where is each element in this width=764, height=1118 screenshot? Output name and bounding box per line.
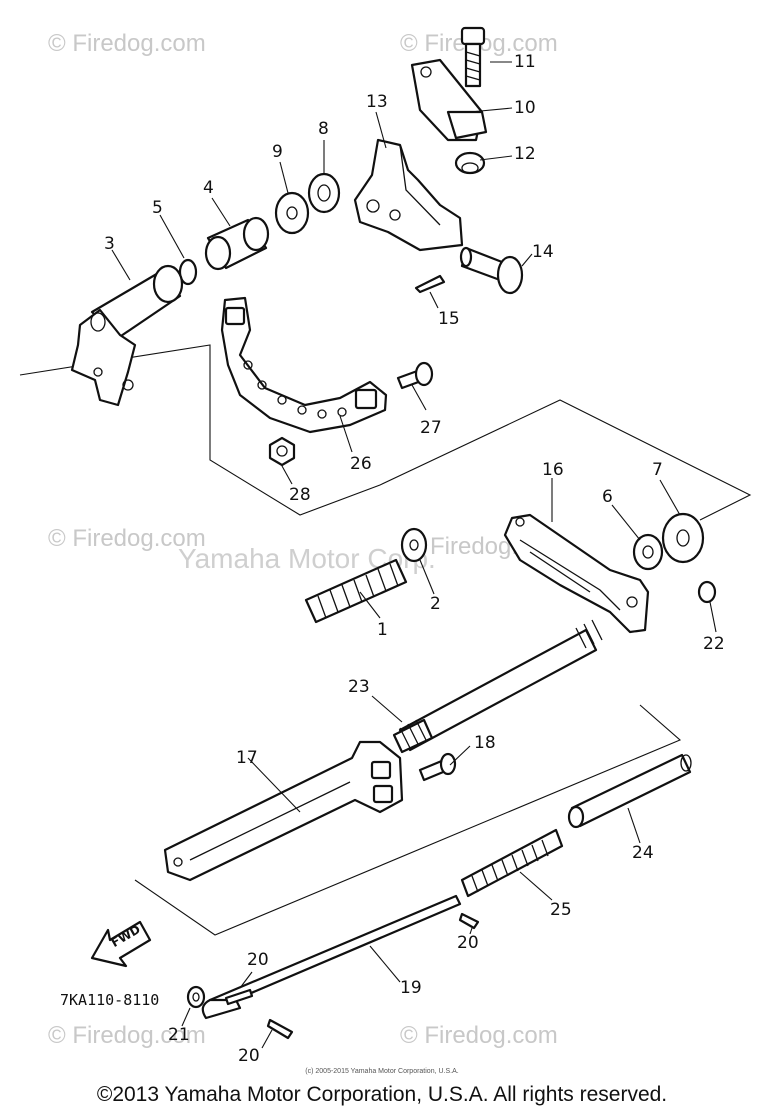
part-15-cotter-pin: [414, 274, 446, 294]
callout-19: 19: [400, 978, 422, 998]
callout-22: 22: [703, 634, 725, 654]
callout-27: 27: [420, 418, 442, 438]
part-19-rod: [201, 894, 462, 1020]
part-22-ring: [697, 580, 717, 604]
part-7-washer: [661, 512, 705, 564]
part-1-spring: [304, 558, 408, 624]
part-26-stopper-plate: [220, 296, 388, 434]
callout-16: 16: [542, 460, 564, 480]
part-10-bracket: [410, 58, 488, 142]
part-20-cotter-pin-a: [458, 912, 480, 930]
callout-5: 5: [152, 198, 163, 218]
copyright-footer: ©2013 Yamaha Motor Corporation, U.S.A. A…: [96, 1083, 668, 1106]
callout-15: 15: [438, 309, 460, 329]
part-17-tilt-lever: [163, 740, 404, 882]
part-21-washer: [186, 985, 206, 1009]
callout-20-b: 20: [247, 950, 269, 970]
watermark-mid-left: © Firedog.com: [48, 525, 206, 552]
leader-lines: [111, 61, 717, 1049]
part-16-rail-plate: [503, 513, 650, 634]
part-12-nut: [454, 151, 486, 175]
callout-3: 3: [104, 234, 115, 254]
part-20-cotter-pin-b: [224, 988, 254, 1006]
small-copyright: (c) 2005-2015 Yamaha Motor Corporation, …: [305, 1068, 459, 1075]
part-13-bracket-plate: [353, 138, 464, 252]
part-14-pin: [459, 246, 524, 295]
callout-10: 10: [514, 98, 536, 118]
callout-1: 1: [377, 620, 388, 640]
callout-17: 17: [236, 748, 258, 768]
part-5-ring: [178, 258, 198, 286]
callout-28: 28: [289, 485, 311, 505]
part-25-spring: [460, 828, 564, 898]
callout-25: 25: [550, 900, 572, 920]
callout-20-c: 20: [238, 1046, 260, 1066]
watermark-bottom-left: © Firedog.com: [48, 1022, 206, 1049]
part-9-washer: [274, 191, 310, 235]
callout-7: 7: [652, 460, 663, 480]
upper-assembly-outline: [19, 344, 752, 521]
callout-12: 12: [514, 144, 536, 164]
callout-24: 24: [632, 843, 654, 863]
callout-11: 11: [514, 52, 536, 72]
callout-26: 26: [350, 454, 372, 474]
lower-assembly-outline: [134, 704, 682, 936]
callout-8: 8: [318, 119, 329, 139]
part-3-swivel-bracket: [70, 264, 184, 407]
callout-14: 14: [532, 242, 554, 262]
part-27-bolt: [396, 361, 434, 390]
part-23-shaft: [392, 619, 603, 754]
part-24-tube: [567, 753, 692, 829]
callout-23: 23: [348, 677, 370, 697]
watermark-bottom-center: © Firedog.com: [400, 1022, 558, 1049]
part-6-washer: [632, 533, 664, 571]
part-28-nut: [268, 436, 296, 467]
watermark-top-left: © Firedog.com: [48, 30, 206, 57]
part-18-bolt: [418, 752, 457, 782]
part-code: 7KA110-8110: [60, 991, 160, 1009]
part-4-bushing: [204, 216, 270, 271]
callout-21: 21: [168, 1025, 190, 1045]
part-2-washer: [400, 527, 428, 563]
part-20-cotter-pin-c: [266, 1018, 294, 1040]
callout-2: 2: [430, 594, 441, 614]
callout-18: 18: [474, 733, 496, 753]
fwd-arrow-icon: [90, 920, 152, 968]
part-8-washer: [307, 172, 341, 214]
callout-9: 9: [272, 142, 283, 162]
part-11-bolt: [460, 26, 486, 88]
callout-4: 4: [203, 178, 214, 198]
callout-20-a: 20: [457, 933, 479, 953]
callout-13: 13: [366, 92, 388, 112]
callout-6: 6: [602, 487, 613, 507]
